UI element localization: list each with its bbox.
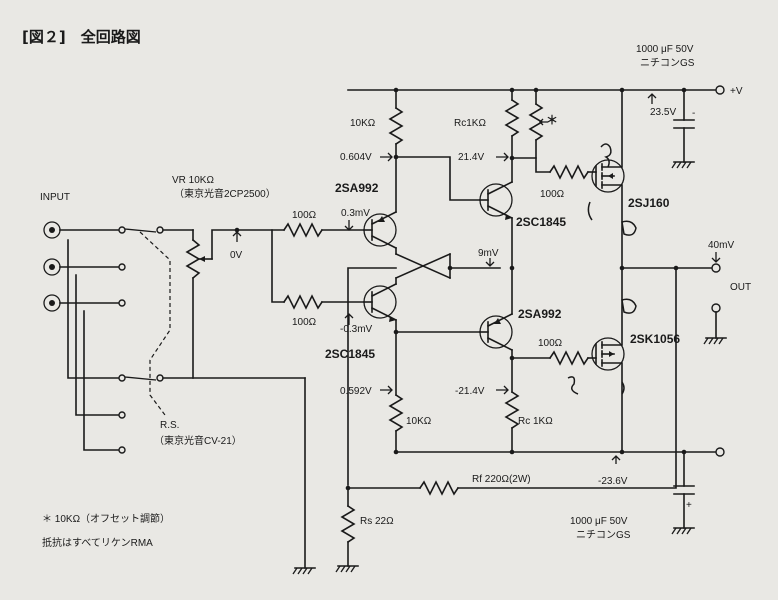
v-0-604-arrow-icon [380,152,393,162]
volume-potentiometer[interactable] [185,229,238,379]
fet-top-label: 2SJ160 [628,196,670,210]
rs-switch-maker: （東京光音CV-21） [154,434,242,447]
v-23-5-arrow-icon [647,93,657,104]
out-label: OUT [730,282,751,293]
resistor-gate-top [548,164,590,180]
rc-top-label: Rc1KΩ [454,118,486,129]
mosfet-2sj160 [591,89,625,269]
resistor-gate-bottom [548,350,590,366]
cap-top-polarity: - [692,108,695,119]
resistor-100-bottom [282,294,324,310]
transistor-2sc1845-top [479,180,514,220]
resistor-100-top [282,222,324,238]
mosfet-2sk1056 [591,267,625,453]
v-neg-21-4-label: -21.4V [455,386,485,397]
v-21-4-arrow-icon [496,152,509,162]
ground-icon [671,161,695,169]
ground-icon [292,567,316,575]
positive-supply-label: +V [730,86,743,97]
rs-switch-label: R.S. [160,420,179,431]
star-label: ＊ [546,113,558,127]
resistor-10k-top [388,106,404,146]
r10k-bot-label: 10KΩ [406,416,432,427]
input-label: INPUT [40,192,70,203]
v-40mv-arrow-icon [711,252,721,263]
v-9mv-arrow-icon [485,258,495,267]
v-40mv-label: 40mV [708,240,734,251]
v-9mv-label: 9mV [478,248,499,259]
ground-icon [671,527,695,535]
positive-supply-terminal [715,85,725,95]
resistor-rf [418,480,460,496]
q-2sa992-top-label: 2SA992 [335,181,379,195]
rs-label: Rs 22Ω [360,516,394,527]
resistor-rs [340,504,356,544]
resistor-rc-top [504,98,520,138]
ground-icon [703,337,727,345]
cap-bot-label: 1000 μF 50V [570,516,628,527]
negative-supply-terminal [715,447,725,457]
zero-v-label: 0V [230,250,243,261]
v-neg-23-6-arrow-icon [611,455,621,464]
cap-bot-maker: ニチコンGS [576,529,631,541]
v-neg-23-6-label: -23.6V [598,476,628,487]
v-0-592-arrow-icon [380,385,393,395]
cap-bot-polarity: + [686,500,692,511]
note-offset: ＊ 10KΩ（オフセット調節） [42,512,170,525]
note-resistors: 抵抗はすべてリケンRMA [42,536,153,549]
v-neg-0-3-label: -0.3mV [340,324,373,335]
rf-label: Rf 220Ω(2W) [472,474,531,485]
q-2sa992-bot-label: 2SA992 [518,307,562,321]
fet-bot-label: 2SK1056 [630,332,680,346]
q-2sc1845-top-label: 2SC1845 [516,215,566,229]
resistor-10k-bottom [388,393,404,433]
r100-top-label: 100Ω [292,210,317,221]
r100-gate-top-label: 100Ω [540,189,565,200]
zero-v-arrow-icon [232,231,242,242]
ground-icon [335,565,359,573]
handwritten-marks [567,143,637,395]
figure-title: [図２] 全回路図 [22,28,141,46]
v-0-604-label: 0.604V [340,152,372,163]
v-0-3-arrow-icon [344,220,354,231]
transistor-2sc1845-bottom [363,282,398,322]
vr-maker: （東京光音2CP2500） [174,187,276,200]
v-0-592-label: 0.592V [340,386,372,397]
v-21-4-label: 21.4V [458,152,484,163]
cap-top-label: 1000 μF 50V [636,44,694,55]
transistor-2sa992-bottom [479,312,514,352]
v-neg-0-3-arrow-icon [344,313,354,325]
vr-label: VR 10KΩ [172,175,214,186]
input-jacks [43,221,61,312]
rc-bot-label: Rc 1KΩ [518,416,553,427]
q-2sc1845-bot-label: 2SC1845 [325,347,375,361]
selector-switch-rs[interactable] [118,226,171,454]
cap-top-maker: ニチコンGS [640,57,695,69]
r100-gate-bot-label: 100Ω [538,338,563,349]
transistor-2sa992-top [363,210,398,250]
v-23-5-label: 23.5V [650,107,676,118]
v-0-3-label: 0.3mV [341,208,370,219]
v-neg-21-4-arrow-icon [496,385,509,395]
resistor-rc-bottom [504,390,520,430]
r100-bot-label: 100Ω [292,317,317,328]
output-ground-terminal[interactable] [711,303,721,313]
r10k-top-label: 10KΩ [350,118,376,129]
